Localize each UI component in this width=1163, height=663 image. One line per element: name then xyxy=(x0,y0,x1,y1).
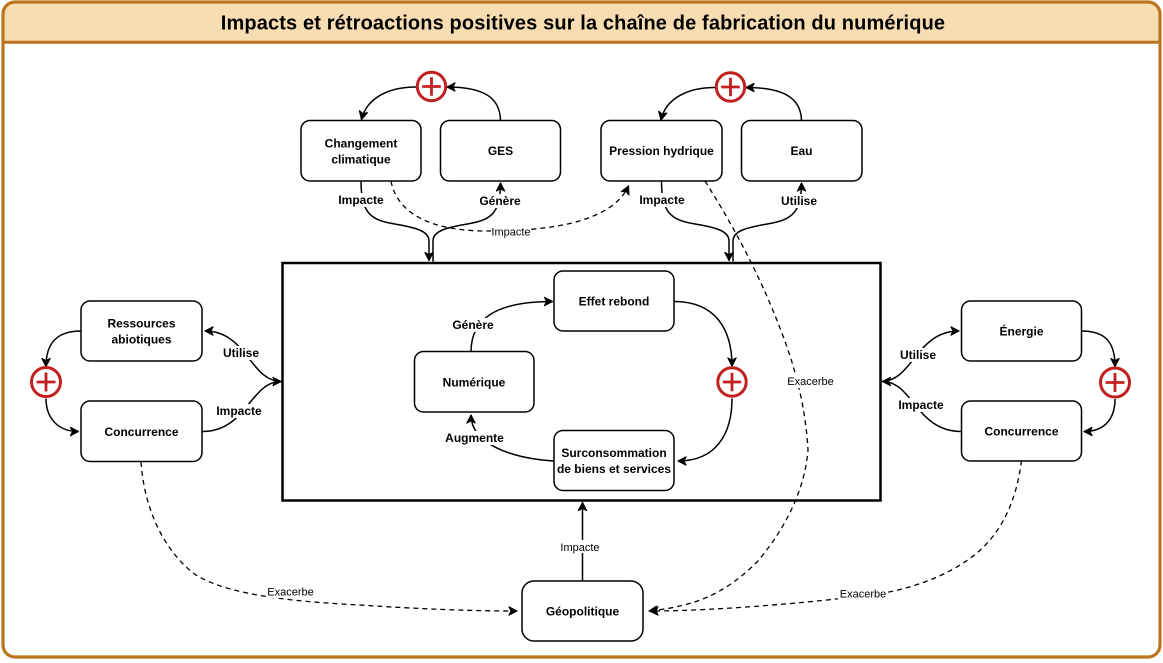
svg-text:Ressources: Ressources xyxy=(107,317,175,331)
svg-text:Impacte: Impacte xyxy=(216,404,262,418)
svg-text:Utilise: Utilise xyxy=(900,348,936,362)
svg-text:abiotiques: abiotiques xyxy=(111,333,171,347)
svg-text:Eau: Eau xyxy=(790,144,812,158)
svg-text:Impacte: Impacte xyxy=(491,227,530,239)
svg-text:Concurrence: Concurrence xyxy=(104,425,178,439)
svg-text:Utilise: Utilise xyxy=(223,346,259,360)
svg-text:Énergie: Énergie xyxy=(999,324,1043,339)
svg-text:de biens et services: de biens et services xyxy=(557,462,671,476)
svg-text:Impacte: Impacte xyxy=(338,193,384,207)
svg-text:Augmente: Augmente xyxy=(445,431,504,445)
svg-text:Changement: Changement xyxy=(325,137,398,151)
svg-text:Surconsommation: Surconsommation xyxy=(561,446,666,460)
svg-text:Impacts et rétroactions positi: Impacts et rétroactions positives sur la… xyxy=(221,13,945,35)
svg-text:GES: GES xyxy=(488,144,513,158)
svg-text:Impacte: Impacte xyxy=(560,542,599,554)
svg-text:climatique: climatique xyxy=(331,153,391,167)
svg-text:Génère: Génère xyxy=(452,318,494,332)
svg-text:Numérique: Numérique xyxy=(443,376,506,390)
svg-text:Exacerbe: Exacerbe xyxy=(787,376,833,388)
svg-text:Exacerbe: Exacerbe xyxy=(840,589,886,601)
svg-text:Impacte: Impacte xyxy=(898,398,944,412)
svg-text:Pression hydrique: Pression hydrique xyxy=(609,144,714,158)
svg-text:Effet rebond: Effet rebond xyxy=(579,295,650,309)
svg-text:Concurrence: Concurrence xyxy=(984,425,1058,439)
svg-text:Utilise: Utilise xyxy=(781,194,817,208)
svg-text:Impacte: Impacte xyxy=(639,193,685,207)
svg-text:Exacerbe: Exacerbe xyxy=(267,587,313,599)
svg-text:Génère: Génère xyxy=(479,194,521,208)
svg-text:Géopolitique: Géopolitique xyxy=(546,605,620,619)
